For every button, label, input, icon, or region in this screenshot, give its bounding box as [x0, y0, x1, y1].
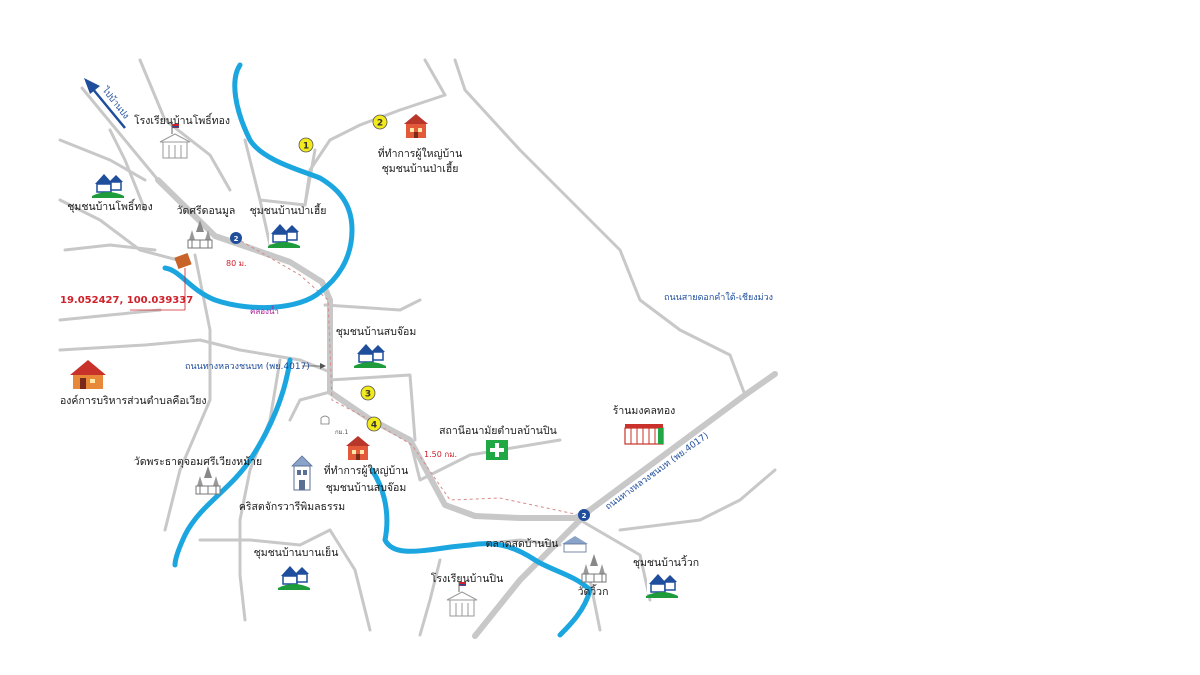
headman-office-icon — [404, 114, 428, 138]
label-headman-office-pa-hia-2: ชุมชนบ้านป่าเฮี้ย — [382, 161, 459, 175]
headman-office-icon — [346, 436, 370, 460]
label-community-wiwok: ชุมชนบ้านวิ้วก — [633, 555, 699, 569]
label-school-phothong: โรงเรียนบ้านโพธิ์ทอง — [134, 112, 230, 127]
house-icon — [91, 171, 125, 199]
house-icon — [277, 563, 311, 591]
label-headman-office-sop-chom: ที่ทำการผู้ใหญ่บ้าน — [324, 463, 409, 477]
svg-text:4: 4 — [371, 421, 377, 431]
label-community-phothong: ชุมชนบ้านโพธิ์ทอง — [67, 198, 152, 213]
label-community-baan-yen: ชุมชนบ้านบานเย็น — [254, 545, 339, 559]
road-network — [58, 58, 778, 639]
shop-icon — [624, 424, 664, 445]
label-canal: คลองน้ำ — [250, 305, 279, 316]
label-school-baan-pin: โรงเรียนบ้านปิน — [431, 572, 504, 585]
label-community-pa-hia: ชุมชนบ้านป่าเฮี้ย — [250, 203, 327, 217]
location-pin-icon — [174, 252, 192, 270]
label-wat-phrathat: วัดพระธาตุจอมศรีเวียงหม้าย — [134, 455, 262, 468]
school-icon — [446, 581, 478, 617]
route-marker-3: 3 — [360, 385, 376, 401]
svg-text:2: 2 — [234, 235, 239, 243]
label-shop: ร้านมงคลทอง — [613, 405, 676, 417]
label-distance-80m: 80 ม. — [226, 259, 247, 268]
highway-shield-east: 2 — [578, 509, 590, 521]
north-arrow-icon — [84, 78, 126, 129]
svg-text:2: 2 — [377, 119, 383, 129]
label-health-station: สถานีอนามัยตำบลบ้านปิน — [439, 424, 557, 437]
health-cross-icon — [486, 440, 508, 460]
river — [162, 62, 355, 310]
label-headman-office-sop-chom-2: ชุมชนบ้านสบจ๊อม — [326, 481, 407, 494]
river-south — [172, 357, 293, 568]
market-icon — [562, 536, 588, 553]
label-coordinates: 19.052427, 100.039337 — [60, 295, 193, 306]
label-wat-srisonmoon: วัดศรีดอนมูล — [177, 204, 236, 217]
route-marker-4: 4 — [366, 416, 382, 432]
svg-text:2: 2 — [582, 512, 587, 520]
label-church: คริสตจักรวารีพิมลธรรม — [239, 500, 345, 513]
route-marker-2: 2 — [372, 114, 388, 130]
house-icon — [267, 221, 301, 249]
temple-icon — [187, 219, 213, 249]
church-icon — [291, 455, 313, 491]
svg-text:1: 1 — [303, 142, 309, 152]
label-community-sop-chom: ชุมชนบ้านสบจ๊อม — [336, 325, 417, 338]
label-sao: องค์การบริหารส่วนตำบลคือเวียง — [60, 394, 207, 407]
label-wat-wiwok: วัดวิ้วก — [578, 584, 609, 598]
svg-text:3: 3 — [365, 390, 371, 400]
label-rural-road: ถนนทางหลวงชนบท (พย.4017) — [185, 362, 310, 372]
label-distance-150km: 1.50 กม. — [424, 450, 457, 459]
house-icon — [353, 341, 387, 369]
label-market-baan-pin: ตลาดสดบ้านปิน — [486, 538, 559, 550]
label-highway-dok-kham-tai: ถนนสายดอกคำใต้-เชียงม่วง — [664, 292, 773, 303]
house-icon — [645, 571, 679, 599]
label-headman-office-pa-hia: ที่ทำการผู้ใหญ่บ้าน — [378, 146, 463, 160]
km-marker-icon — [320, 415, 330, 425]
river-east — [369, 467, 593, 638]
sao-office-icon — [70, 360, 106, 389]
highway-shield: 2 — [230, 232, 242, 244]
route-marker-1: 1 — [298, 137, 314, 153]
label-km1: กม.1 — [335, 429, 348, 436]
temple-icon — [195, 465, 221, 495]
temple-icon — [581, 553, 607, 583]
